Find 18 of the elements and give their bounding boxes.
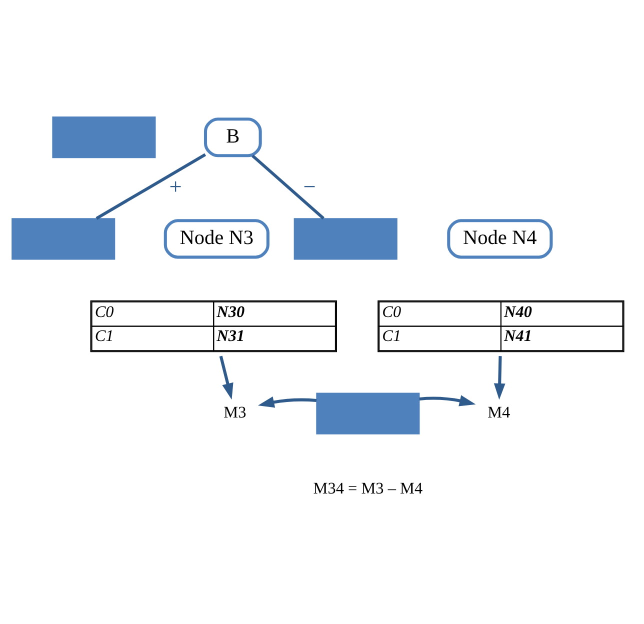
node-box bbox=[294, 218, 398, 260]
node-text: M3 bbox=[224, 402, 246, 421]
node-box bbox=[52, 116, 156, 158]
node-box bbox=[12, 218, 116, 260]
node-box: Node N3 bbox=[164, 218, 270, 258]
connector bbox=[96, 152, 206, 220]
node-box: Node N4 bbox=[447, 218, 553, 258]
arrow bbox=[258, 396, 317, 408]
arrow bbox=[219, 355, 234, 400]
edge-label: + bbox=[169, 173, 182, 198]
arrow bbox=[494, 356, 506, 400]
arrow bbox=[419, 394, 476, 406]
node-text: M4 bbox=[488, 402, 510, 421]
node-box bbox=[316, 392, 420, 434]
connector bbox=[252, 154, 325, 219]
edge-label: − bbox=[303, 173, 316, 198]
node-label: M34 = M3 – M4 bbox=[313, 479, 423, 498]
node-box: B bbox=[204, 117, 262, 157]
